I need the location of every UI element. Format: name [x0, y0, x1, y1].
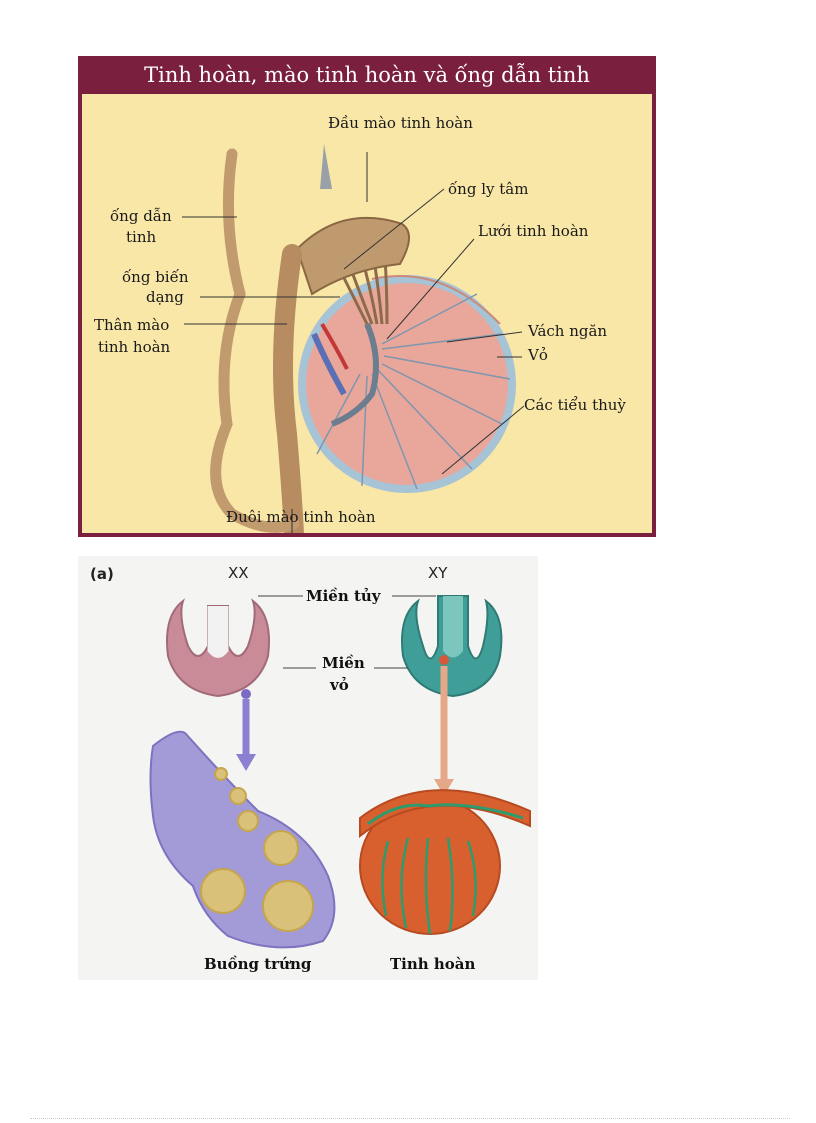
epididymis-head — [295, 216, 410, 296]
xx-medulla-dot — [241, 689, 251, 699]
gonad-differentiation-figure: (a) XX XY Miền tủy Miền vỏ Buồng trứng T… — [78, 556, 538, 980]
figure-title: Tinh hoàn, mào tinh hoàn và ống dẫn tinh — [144, 63, 590, 87]
xy-label: XY — [428, 564, 448, 582]
label-epididymis-body-2: tinh hoàn — [98, 338, 171, 356]
label-epididymis-head: Đầu mào tinh hoàn — [328, 114, 473, 132]
testis-cap — [359, 789, 531, 839]
testis-cords — [381, 837, 477, 935]
testis-body — [298, 275, 516, 493]
label-tubule-2: dạng — [146, 288, 184, 306]
label-epididymis-tail: Đuôi mào tinh hoàn — [226, 508, 376, 526]
testis-label: Tinh hoàn — [390, 955, 476, 973]
cortex-label-1: Miền — [322, 654, 365, 672]
ovary-follicles — [200, 767, 314, 932]
ovary-label: Buồng trứng — [204, 955, 312, 973]
label-lobules: Các tiểu thuỳ — [524, 396, 626, 414]
gonad-illustration — [149, 595, 531, 949]
vas-deferens — [210, 148, 300, 533]
label-efferent-ductules: ống ly tâm — [448, 180, 529, 198]
cortex-label-2: vỏ — [330, 676, 349, 694]
appendix-tuft — [320, 144, 332, 189]
xx-label: XX — [228, 564, 249, 582]
testis-illustration — [182, 144, 525, 533]
label-vas-deferens-1: ống dẫn — [110, 207, 172, 225]
label-rete-testis: Lưới tinh hoàn — [478, 222, 589, 240]
leader-lines — [182, 152, 525, 533]
rete-testis — [330, 322, 379, 427]
panel-letter: (a) — [90, 565, 114, 583]
page-divider — [30, 1118, 790, 1119]
xy-arrow-head — [434, 779, 454, 796]
testis-anatomy-figure: Tinh hoàn, mào tinh hoàn và ống dẫn tinh — [78, 56, 656, 537]
septa-lines — [316, 293, 511, 490]
label-tubule-1: ống biến — [122, 268, 189, 286]
illustration-panel: Đầu mào tinh hoàn ống ly tâm Lưới tinh h… — [82, 94, 652, 533]
xx-arrow-head — [236, 754, 256, 771]
testis-cords-top — [367, 803, 524, 826]
label-capsule: Vỏ — [528, 346, 548, 364]
fig2-leader-lines — [258, 595, 436, 669]
label-septum: Vách ngăn — [528, 322, 608, 340]
medulla-label: Miền tủy — [306, 587, 381, 605]
epididymis-body — [273, 244, 304, 533]
label-epididymis-body-1: Thân mào — [94, 316, 170, 334]
xy-cortex-dot — [439, 655, 449, 665]
label-vas-deferens-2: tinh — [126, 228, 157, 246]
